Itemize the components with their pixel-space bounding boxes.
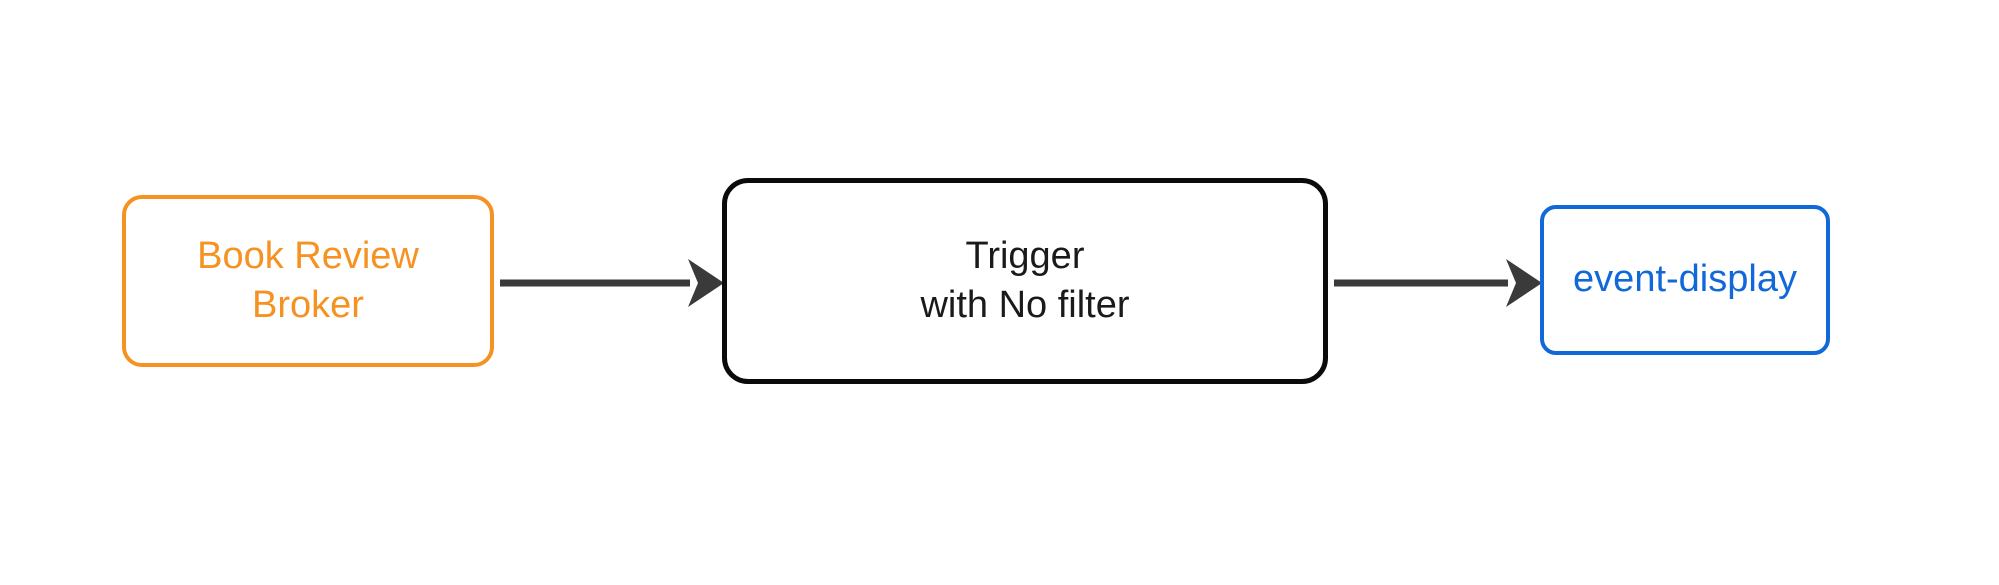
arrowhead-icon	[688, 259, 724, 307]
node-source-label-line2: Broker	[252, 284, 364, 326]
node-source-label-line1: Book Review	[197, 234, 419, 277]
edge-trigger-to-sink	[1334, 259, 1542, 307]
node-book-review-broker[interactable]: Book Review Broker	[122, 195, 494, 367]
node-trigger-label-line1: Trigger	[965, 234, 1085, 277]
arrowhead-icon	[1506, 259, 1542, 307]
edge-source-to-trigger	[500, 259, 724, 307]
node-event-display[interactable]: event-display	[1540, 205, 1830, 355]
node-sink-label-line1: event-display	[1573, 258, 1797, 301]
node-trigger[interactable]: Trigger with No filter	[722, 178, 1328, 384]
node-trigger-label-line2: with No filter	[920, 284, 1130, 326]
